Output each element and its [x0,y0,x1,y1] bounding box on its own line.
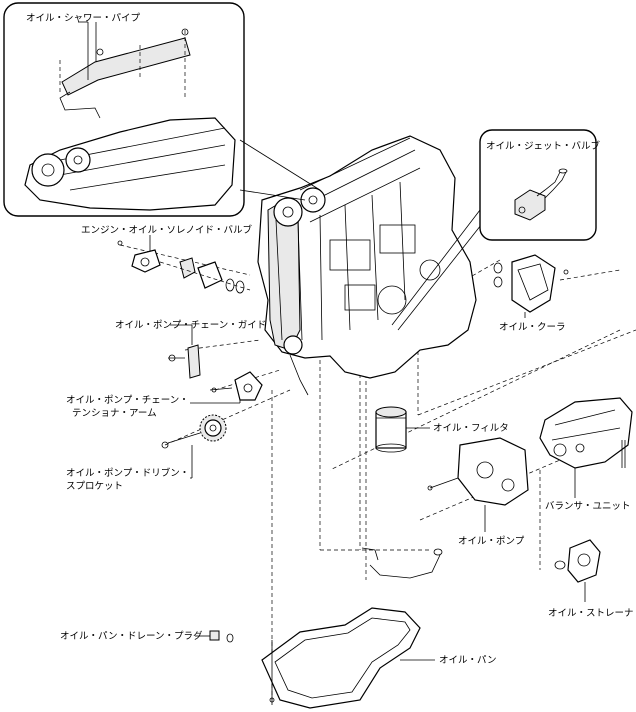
label-oil-filter: オイル・フィルタ [433,423,509,434]
engine-block [257,135,486,396]
oil-pump-chain-tensioner-arm [190,371,263,404]
oil-filter [375,406,430,453]
label-oil-pump: オイル・ポンプ [458,536,525,547]
label-oil-pump-chain-tensioner-arm-2: テンショナ・アーム [72,408,157,419]
inset-oil-jet-valve [479,129,597,241]
label-oil-pump-driven-sprocket-2: スプロケット [66,481,123,492]
oil-strainer [554,539,601,602]
label-balancer-unit: バランサ・ユニット [545,501,631,512]
label-oil-pump-chain-tensioner-arm-1: オイル・ポンプ・チェーン・ [66,395,189,406]
label-oil-pump-driven-sprocket-1: オイル・ポンプ・ドリブン・ [66,467,189,479]
oil-pump-chain-guide [168,324,201,379]
engine-oil-solenoid-valve [117,235,251,294]
label-engine-oil-solenoid-valve: エンジン・オイル・ソレノイド・バルブ [81,224,253,236]
label-oil-pan-drain-plug: オイル・パン・ドレーン・プラグ [60,630,203,642]
oil-pipe [361,547,443,579]
oil-pan-drain-plug [195,630,234,643]
label-oil-jet-valve: オイル・ジェット・バルブ [486,140,601,152]
label-oil-shower-pipe: オイル・シャワー・パイプ [26,13,141,24]
oil-pump [427,437,529,532]
label-oil-cooler: オイル・クーラ [499,322,566,333]
oil-pan [261,607,435,709]
label-oil-pump-chain-guide: オイル・ポンプ・チェーン・ガイド [115,320,266,331]
inset-oil-shower-pipe [3,2,321,217]
label-oil-strainer: オイル・ストレーナ [548,608,634,619]
label-oil-pan: オイル・パン [439,655,496,666]
oil-pump-driven-sprocket [161,414,227,479]
balancer-unit [539,397,633,498]
oil-cooler [493,254,569,318]
